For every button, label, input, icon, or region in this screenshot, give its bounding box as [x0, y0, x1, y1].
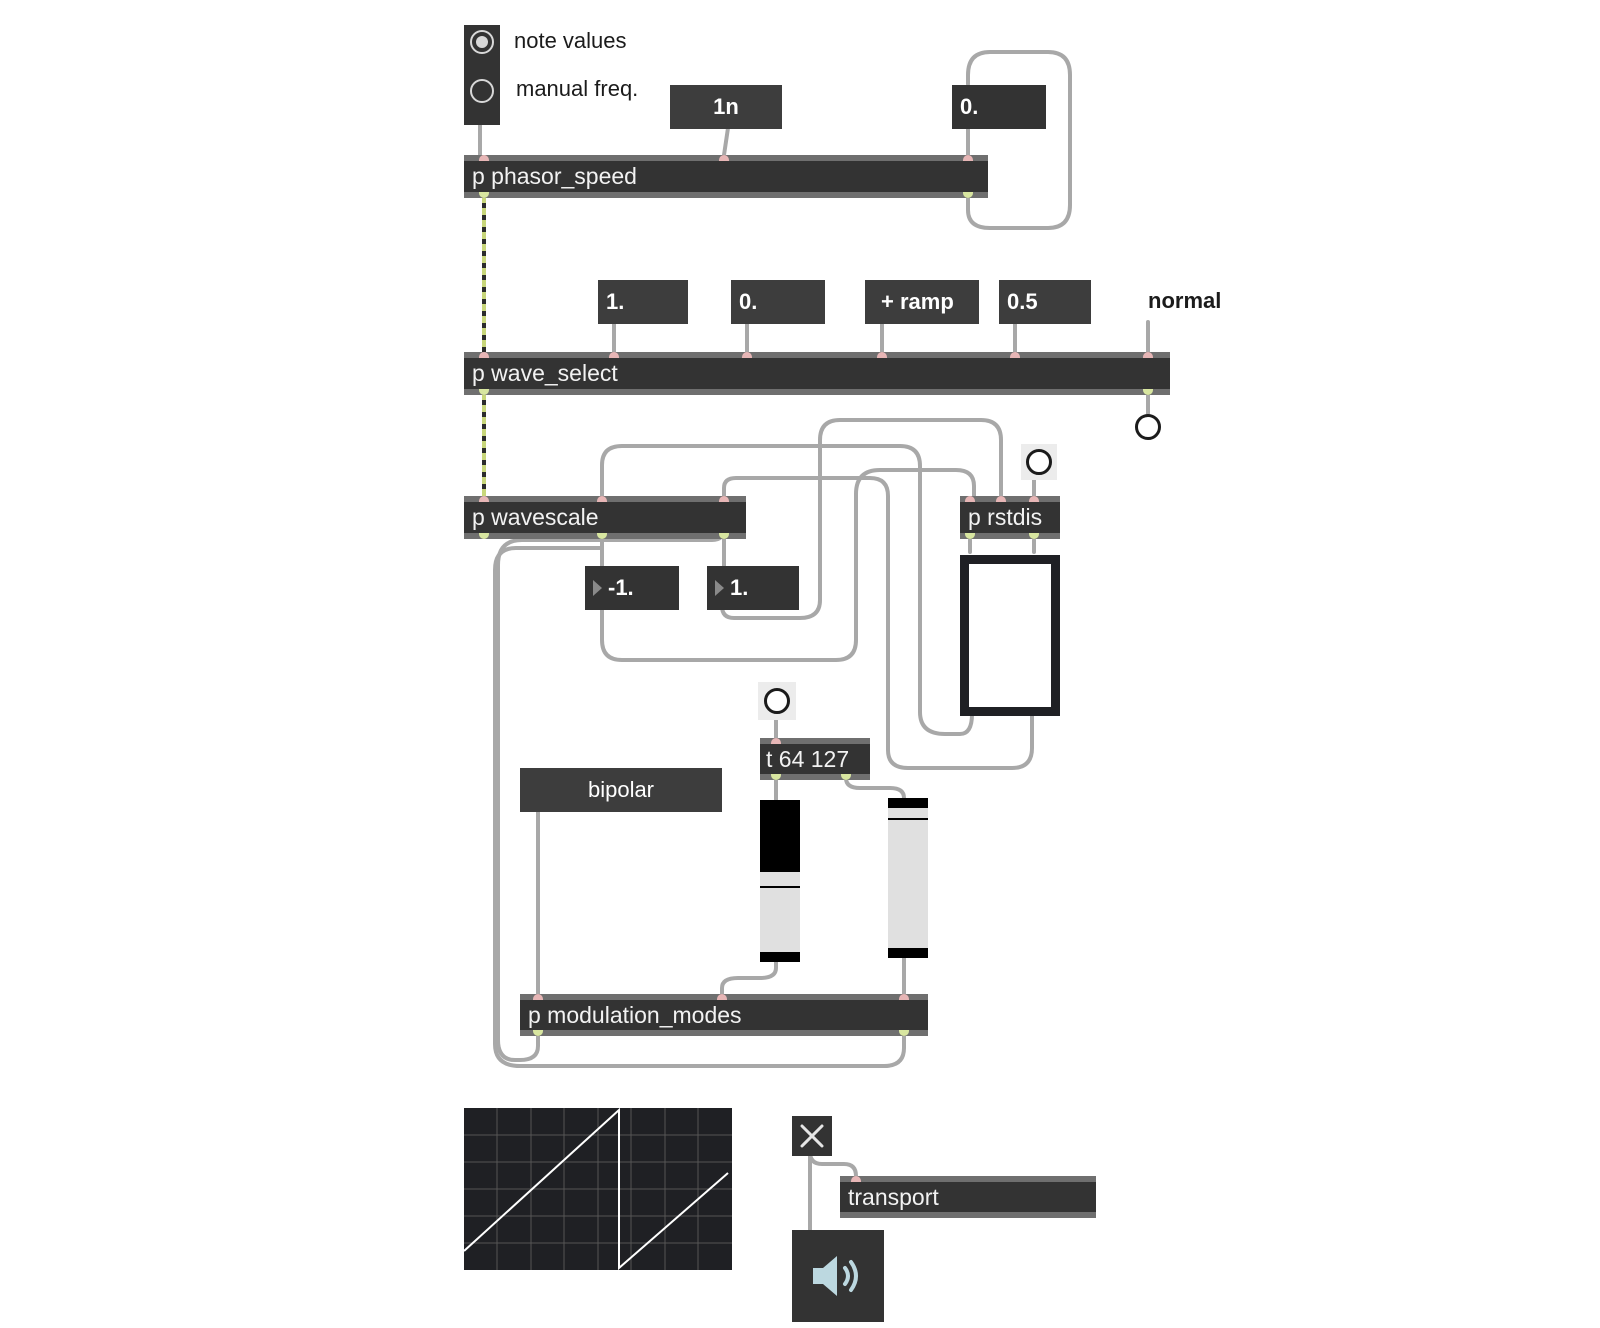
cord: [722, 476, 1034, 770]
min-value: -1.: [608, 575, 634, 600]
inlet[interactable]: [479, 155, 489, 161]
cord: [720, 418, 1003, 620]
phasor-speed-object[interactable]: p phasor_speed: [464, 155, 988, 198]
inlet[interactable]: [719, 496, 729, 502]
outlet[interactable]: [479, 533, 489, 539]
max-value: 1.: [730, 575, 749, 600]
inlet[interactable]: [771, 738, 781, 744]
right-slider[interactable]: [888, 798, 928, 958]
inlet[interactable]: [851, 1176, 861, 1182]
wavescale-label: p wavescale: [472, 504, 599, 530]
radio-label-note-values: note values: [514, 28, 627, 53]
one-message[interactable]: 1.: [598, 280, 688, 324]
rstdis-object[interactable]: p rstdis: [960, 496, 1060, 539]
inlet[interactable]: [1010, 352, 1020, 358]
manual-freq-number[interactable]: 0.: [952, 85, 1046, 129]
radio-option-note-values[interactable]: [470, 30, 494, 54]
inlet[interactable]: [1143, 352, 1153, 358]
bipolar-message[interactable]: bipolar: [520, 768, 722, 812]
wave-select-label: p wave_select: [472, 360, 618, 386]
inlet[interactable]: [877, 352, 887, 358]
cord: [600, 444, 974, 736]
zero-message[interactable]: 0.: [731, 280, 825, 324]
inlet[interactable]: [717, 994, 727, 1000]
radio-label-manual-freq: manual freq.: [516, 76, 639, 101]
inlet[interactable]: [963, 155, 973, 161]
trigger-label: t 64 127: [766, 746, 850, 772]
oscilloscope: [463, 1107, 732, 1271]
transport-toggle[interactable]: [792, 1116, 832, 1156]
number-arrow-icon: [715, 580, 724, 596]
close-icon: [800, 1124, 824, 1148]
inlet[interactable]: [719, 155, 729, 161]
left-slider-thumb-line: [760, 886, 800, 888]
cord: [493, 546, 906, 1068]
radio-option-manual-freq[interactable]: [470, 79, 494, 103]
rstdis-display[interactable]: [960, 555, 1060, 716]
outlet[interactable]: [899, 1030, 909, 1036]
cord: [600, 468, 976, 662]
audio-output[interactable]: [792, 1230, 884, 1322]
outlet[interactable]: [533, 1030, 543, 1036]
trigger-bang[interactable]: [764, 688, 790, 714]
left-slider-fill: [760, 800, 800, 872]
half-message[interactable]: 0.5: [999, 280, 1091, 324]
max-number[interactable]: 1.: [707, 566, 799, 610]
speaker-icon: [813, 1256, 858, 1296]
inlet[interactable]: [899, 994, 909, 1000]
wave-select-object[interactable]: p wave_select: [464, 352, 1170, 395]
right-slider-thumb-line: [888, 818, 928, 820]
outlet[interactable]: [841, 774, 851, 780]
inlet[interactable]: [479, 496, 489, 502]
outlet[interactable]: [719, 533, 729, 539]
inlet[interactable]: [479, 352, 489, 358]
outlet[interactable]: [963, 192, 973, 198]
left-slider[interactable]: [760, 800, 800, 962]
inlet[interactable]: [609, 352, 619, 358]
manual-freq-value: 0.: [960, 94, 979, 119]
outlet[interactable]: [771, 774, 781, 780]
wave-select-bang[interactable]: [1135, 414, 1161, 440]
cord: [722, 126, 730, 157]
inlet[interactable]: [1029, 496, 1039, 502]
wave-mode-label: normal: [1148, 288, 1222, 313]
outlet[interactable]: [1143, 389, 1153, 395]
outlet[interactable]: [479, 389, 489, 395]
radio-selected-dot: [476, 36, 488, 48]
rstdis-label: p rstdis: [968, 504, 1043, 530]
inlet[interactable]: [742, 352, 752, 358]
rstdis-bang[interactable]: [1026, 449, 1052, 475]
left-slider-base: [760, 952, 800, 962]
inlet[interactable]: [965, 496, 975, 502]
cord: [966, 50, 1072, 230]
outlet[interactable]: [479, 192, 489, 198]
min-number[interactable]: -1.: [585, 566, 679, 610]
outlet[interactable]: [965, 533, 975, 539]
transport-object[interactable]: transport: [840, 1176, 1096, 1218]
cord: [720, 956, 778, 996]
inlet[interactable]: [597, 496, 607, 502]
modulation-modes-label: p modulation_modes: [528, 1002, 742, 1028]
right-slider-base: [888, 948, 928, 958]
right-slider-top: [888, 798, 928, 808]
number-arrow-icon: [593, 580, 602, 596]
ramp-message[interactable]: + ramp: [865, 280, 979, 324]
rate-message[interactable]: 1n: [670, 85, 782, 129]
inlet[interactable]: [996, 496, 1006, 502]
outlet[interactable]: [597, 533, 607, 539]
inlet[interactable]: [533, 994, 543, 1000]
transport-label: transport: [848, 1184, 939, 1210]
phasor-speed-label: p phasor_speed: [472, 163, 637, 189]
outlet[interactable]: [1029, 533, 1039, 539]
cord: [844, 776, 906, 800]
modulation-modes-object[interactable]: p modulation_modes: [520, 994, 928, 1036]
trigger-object[interactable]: t 64 127: [760, 738, 870, 780]
oscilloscope-trace: [463, 1107, 732, 1271]
